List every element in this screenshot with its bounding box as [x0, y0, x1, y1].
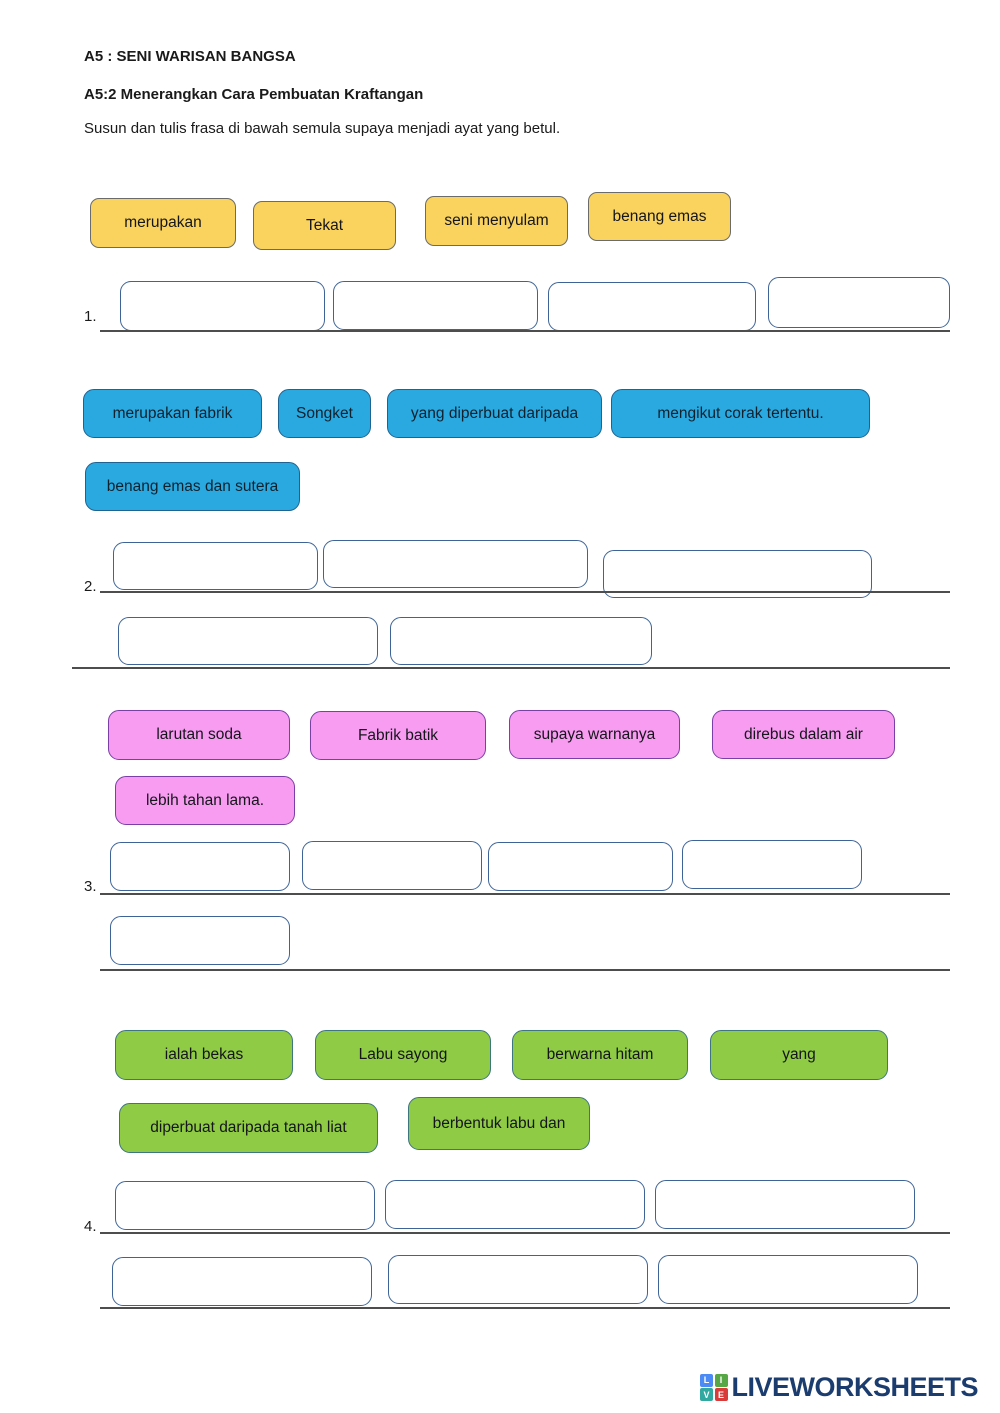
answer-line [100, 893, 950, 896]
word-chip[interactable]: merupakan fabrik [83, 389, 262, 438]
word-chip[interactable]: Fabrik batik [310, 711, 486, 760]
word-chip[interactable]: berbentuk labu dan [408, 1097, 590, 1150]
answer-box[interactable] [655, 1180, 915, 1229]
question-number: 2. [84, 578, 97, 595]
liveworksheets-logo: L I V E LIVEWORKSHEETS [700, 1372, 979, 1403]
answer-box[interactable] [110, 916, 290, 965]
word-chip[interactable]: benang emas [588, 192, 731, 241]
answer-box[interactable] [302, 841, 482, 890]
answer-box[interactable] [603, 550, 872, 598]
word-chip[interactable]: larutan soda [108, 710, 290, 760]
answer-line [100, 330, 950, 333]
word-chip[interactable]: yang diperbuat daripada [387, 389, 602, 438]
page-title: A5 : SENI WARISAN BANGSA [84, 48, 296, 65]
answer-line [100, 1307, 950, 1310]
word-chip[interactable]: berwarna hitam [512, 1030, 688, 1080]
word-chip[interactable]: Tekat [253, 201, 396, 250]
word-chip[interactable]: Songket [278, 389, 371, 438]
word-chip[interactable]: yang [710, 1030, 888, 1080]
word-chip[interactable]: mengikut corak tertentu. [611, 389, 870, 438]
answer-box[interactable] [323, 540, 588, 588]
answer-box[interactable] [658, 1255, 918, 1304]
answer-line [100, 591, 950, 594]
word-chip[interactable]: ialah bekas [115, 1030, 293, 1080]
answer-box[interactable] [548, 282, 756, 331]
answer-box[interactable] [115, 1181, 375, 1230]
answer-box[interactable] [682, 840, 862, 889]
logo-square-i: I [714, 1373, 728, 1387]
word-chip[interactable]: merupakan [90, 198, 236, 248]
word-chip[interactable]: lebih tahan lama. [115, 776, 295, 825]
logo-square-v: V [700, 1388, 713, 1402]
answer-box[interactable] [768, 277, 950, 328]
page-subtitle: A5:2 Menerangkan Cara Pembuatan Kraftang… [84, 86, 424, 103]
liveworksheets-icon: L I V E [700, 1373, 728, 1402]
word-chip[interactable]: seni menyulam [425, 196, 568, 246]
answer-box[interactable] [388, 1255, 648, 1304]
answer-box[interactable] [488, 842, 673, 891]
word-chip[interactable]: benang emas dan sutera [85, 462, 300, 511]
question-number: 3. [84, 878, 97, 895]
answer-line [100, 1232, 950, 1235]
answer-box[interactable] [113, 542, 318, 590]
answer-box[interactable] [110, 842, 290, 891]
answer-box[interactable] [112, 1257, 372, 1306]
brand-wordmark: LIVEWORKSHEETS [731, 1372, 979, 1402]
answer-line [100, 969, 950, 972]
word-chip[interactable]: diperbuat daripada tanah liat [119, 1103, 378, 1153]
question-number: 4. [84, 1218, 97, 1235]
word-chip[interactable]: Labu sayong [315, 1030, 491, 1080]
question-number: 1. [84, 308, 97, 325]
answer-box[interactable] [120, 281, 325, 331]
answer-line [72, 667, 950, 670]
answer-box[interactable] [385, 1180, 645, 1229]
answer-box[interactable] [333, 281, 538, 330]
answer-box[interactable] [118, 617, 378, 665]
logo-square-e: E [714, 1388, 728, 1402]
instruction-text: Susun dan tulis frasa di bawah semula su… [84, 120, 561, 137]
logo-square-l: L [700, 1373, 713, 1387]
answer-box[interactable] [390, 617, 652, 665]
word-chip[interactable]: direbus dalam air [712, 710, 895, 759]
word-chip[interactable]: supaya warnanya [509, 710, 680, 759]
